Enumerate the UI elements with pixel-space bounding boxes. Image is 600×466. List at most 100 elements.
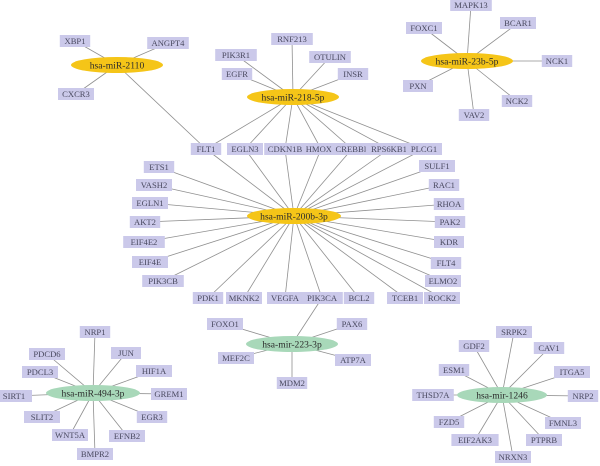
gene-node-fmnl3[interactable]: FMNL3: [545, 417, 581, 429]
gene-node-slit2[interactable]: SLIT2: [24, 411, 60, 423]
gene-node-mdm2[interactable]: MDM2: [276, 377, 308, 389]
gene-node-cxcr3[interactable]: CXCR3: [58, 88, 94, 100]
edge-m200b-ETS1: [158, 166, 295, 217]
gene-node-jun[interactable]: JUN: [111, 347, 141, 359]
gene-node-nrp1[interactable]: NRP1: [79, 326, 111, 338]
gene-node-srpk2[interactable]: SRPK2: [496, 326, 532, 338]
gene-node-thsd7a[interactable]: THSD7A: [412, 389, 454, 401]
gene-node-eif4e2[interactable]: EIF4E2: [123, 236, 165, 248]
gene-node-egr3[interactable]: EGR3: [136, 411, 168, 423]
mirna-node-m1246[interactable]: hsa-mir-1246: [457, 387, 547, 403]
gene-node-fzd5[interactable]: FZD5: [433, 416, 465, 428]
gene-box: [190, 143, 222, 155]
gene-node-vash2[interactable]: VASH2: [136, 179, 172, 191]
gene-node-kdr[interactable]: KDR: [434, 236, 464, 248]
gene-node-plcg1[interactable]: PLCG1: [406, 143, 442, 155]
gene-box: [500, 17, 536, 29]
gene-node-gdf2[interactable]: GDF2: [458, 340, 490, 352]
gene-box: [554, 366, 590, 378]
gene-node-rac1[interactable]: RAC1: [428, 179, 460, 191]
gene-node-sulf1[interactable]: SULF1: [419, 160, 455, 172]
gene-node-atp7a[interactable]: ATP7A: [335, 354, 371, 366]
gene-node-akt2[interactable]: AKT2: [129, 216, 161, 228]
gene-label: VAV2: [464, 110, 485, 120]
gene-node-bcar1[interactable]: BCAR1: [500, 17, 536, 29]
gene-node-nck2[interactable]: NCK2: [501, 95, 533, 107]
gene-node-cav1[interactable]: CAV1: [533, 342, 565, 354]
gene-node-hmox1[interactable]: HMOX1: [303, 143, 339, 155]
gene-node-bmpr2[interactable]: BMPR2: [77, 448, 113, 460]
gene-node-foxo1[interactable]: FOXO1: [207, 318, 243, 330]
gene-node-eif4e[interactable]: EIF4E: [132, 256, 168, 268]
gene-node-pak2[interactable]: PAK2: [434, 216, 466, 228]
gene-node-ptprb[interactable]: PTPRB: [526, 434, 562, 446]
gene-node-nrp2[interactable]: NRP2: [567, 390, 599, 402]
edge-m200b-EIF4E: [149, 215, 295, 263]
gene-label: GREM1: [154, 389, 183, 399]
gene-label: SLIT2: [31, 412, 53, 422]
gene-node-vav2[interactable]: VAV2: [458, 109, 490, 121]
gene-box: [29, 348, 65, 360]
gene-node-mknk2[interactable]: MKNK2: [226, 292, 262, 304]
mirna-node-m2110[interactable]: hsa-miR-2110: [71, 57, 163, 73]
gene-node-egln3[interactable]: EGLN3: [227, 143, 263, 155]
gene-node-insr[interactable]: INSR: [337, 68, 369, 80]
gene-box: [79, 326, 111, 338]
gene-node-pik3r1[interactable]: PIK3R1: [215, 49, 257, 61]
gene-node-mef2c[interactable]: MEF2C: [218, 352, 254, 364]
mirna-node-m218[interactable]: hsa-miR-218-5p: [247, 89, 339, 105]
gene-node-wnt5a[interactable]: WNT5A: [52, 429, 88, 441]
gene-node-cdkn1b[interactable]: CDKN1B: [264, 143, 306, 155]
mirna-node-m200b[interactable]: hsa-miR-200b-3p: [247, 208, 341, 224]
gene-node-ets1[interactable]: ETS1: [143, 161, 175, 173]
gene-node-efnb2[interactable]: EFNB2: [109, 430, 145, 442]
gene-node-rock2[interactable]: ROCK2: [424, 292, 460, 304]
gene-node-pik3ca[interactable]: PIK3CA: [301, 292, 343, 304]
gene-node-pdcl3[interactable]: PDCL3: [22, 366, 58, 378]
gene-label: SIRT1: [3, 391, 25, 401]
gene-box: [496, 326, 532, 338]
gene-node-egfr[interactable]: EGFR: [221, 68, 253, 80]
gene-node-nck1[interactable]: NCK1: [541, 55, 573, 67]
gene-node-grem1[interactable]: GREM1: [151, 388, 187, 400]
gene-node-vegfa[interactable]: VEGFA: [267, 292, 303, 304]
gene-node-pik3cb[interactable]: PIK3CB: [142, 275, 184, 287]
mirna-node-m23b[interactable]: hsa-miR-23b-5p: [421, 53, 513, 69]
gene-node-tceb1[interactable]: TCEB1: [387, 292, 423, 304]
gene-node-rhoa[interactable]: RHOA: [433, 198, 465, 210]
gene-node-hif1a[interactable]: HIF1A: [136, 365, 172, 377]
gene-label: BMPR2: [81, 449, 109, 459]
gene-node-pdk1[interactable]: PDK1: [192, 292, 224, 304]
gene-label: MAPK13: [454, 0, 487, 10]
gene-node-flt1[interactable]: FLT1: [190, 143, 222, 155]
gene-node-nrxn3[interactable]: NRXN3: [495, 451, 531, 463]
gene-label: PXN: [409, 81, 427, 91]
mirna-node-m494[interactable]: hsa-miR-494-3p: [46, 385, 140, 401]
gene-node-foxc1[interactable]: FOXC1: [406, 22, 442, 34]
gene-label: FLT1: [197, 144, 216, 154]
gene-node-angpt4[interactable]: ANGPT4: [147, 37, 189, 49]
edge-m200b-VEGFA: [284, 215, 295, 299]
gene-node-elmo2[interactable]: ELMO2: [425, 275, 461, 287]
gene-node-mapk13[interactable]: MAPK13: [450, 0, 492, 11]
gene-node-pax6[interactable]: PAX6: [336, 318, 368, 330]
gene-node-flt4[interactable]: FLT4: [430, 257, 462, 269]
gene-node-eif2ak3[interactable]: EIF2AK3: [451, 434, 499, 446]
gene-box: [412, 389, 454, 401]
gene-node-pxn[interactable]: PXN: [403, 80, 433, 92]
gene-node-bcl2[interactable]: BCL2: [343, 292, 375, 304]
gene-node-itga5[interactable]: ITGA5: [554, 366, 590, 378]
gene-box: [0, 390, 32, 402]
gene-node-rnf213[interactable]: RNF213: [271, 33, 313, 45]
gene-node-esm1[interactable]: ESM1: [438, 364, 470, 376]
mirna-ellipse: [457, 387, 547, 403]
gene-node-otulin[interactable]: OTULIN: [309, 51, 351, 63]
gene-box: [111, 347, 141, 359]
gene-node-pdcd6[interactable]: PDCD6: [29, 348, 65, 360]
gene-node-xbp1[interactable]: XBP1: [59, 35, 91, 47]
mirna-node-m223[interactable]: hsa-mir-223-3p: [246, 336, 338, 352]
gene-node-rps6kb1[interactable]: RPS6KB1: [365, 143, 413, 155]
gene-node-sirt1[interactable]: SIRT1: [0, 390, 32, 402]
gene-node-crebbp[interactable]: CREBBP: [331, 143, 373, 155]
gene-node-egln1[interactable]: EGLN1: [132, 197, 168, 209]
